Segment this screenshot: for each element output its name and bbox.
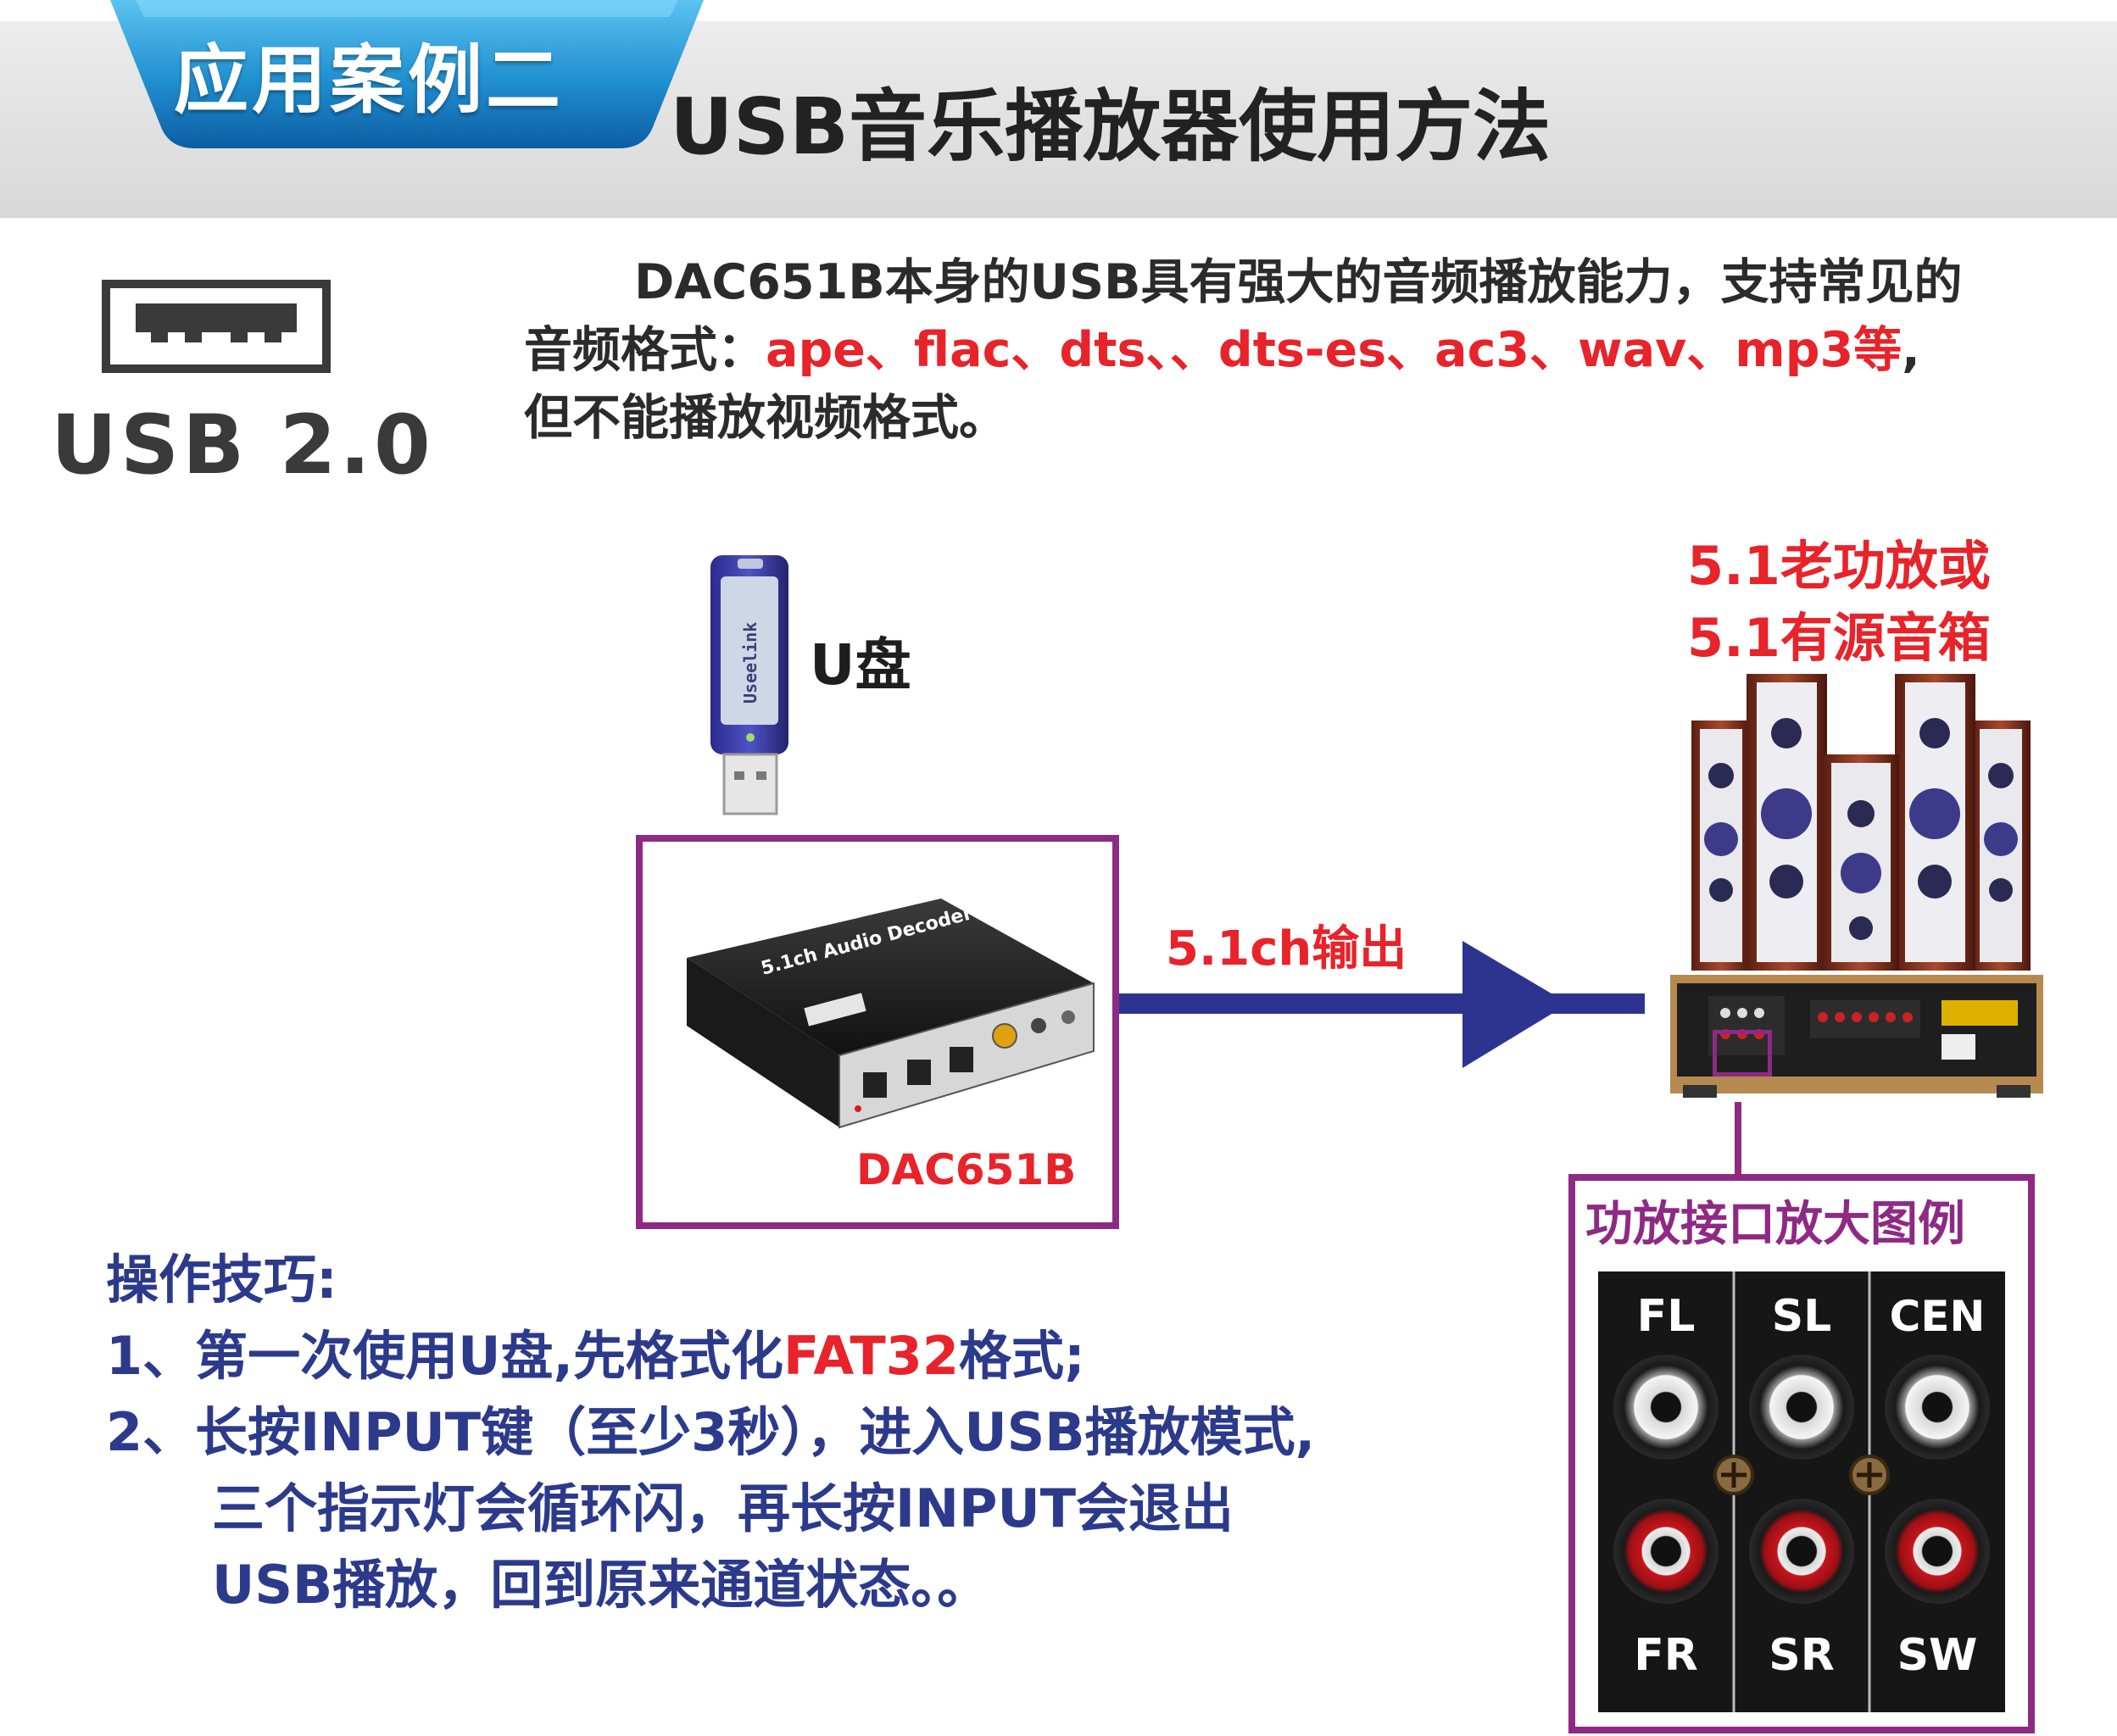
rca-jack-panel-illustration: FL SL CEN FR SR SW	[1598, 1271, 2005, 1712]
intro-formats-prefix: 音频格式：	[524, 322, 766, 378]
page-title: USB音乐播放器使用方法	[670, 81, 1552, 172]
decoder-device-illustration: 5.1ch Audio Decoder	[687, 899, 1095, 1129]
speaker-tower-illustration	[1691, 674, 2031, 971]
usb-version-label: USB 2.0	[51, 398, 434, 492]
intro-formats-list: ape、flac、dts、、dts-es、ac3、wav、mp3等	[766, 322, 1903, 378]
tips-step-1: 1、第一次使用U盘,先格式化FAT32格式;	[106, 1318, 1315, 1394]
jack-label-cen: CEN	[1890, 1292, 1986, 1341]
jack-label-sw: SW	[1897, 1630, 1978, 1681]
flash-drive-label: U盘	[810, 632, 911, 698]
amplifier-title: 5.1老功放或 5.1有源音箱	[1687, 530, 2009, 674]
amplifier-port-highlight	[1713, 1030, 1772, 1077]
amplifier-title-line-1: 5.1老功放或	[1687, 535, 1991, 597]
intro-line-1: DAC651B本身的USB具有强大的音频播放能力，支持常见的	[634, 254, 1963, 310]
jack-panel-title: 功放接口放大图例	[1585, 1197, 1965, 1252]
flash-drive-brand: Useelink	[740, 622, 760, 704]
output-arrow	[1119, 941, 1645, 1068]
output-label: 5.1ch输出	[1166, 921, 1407, 976]
tips-step-2-line-1: 2、长按INPUT键（至少3秒），进入USB播放模式,	[106, 1401, 1316, 1463]
tips-step-1-prefix: 1、第一次使用U盘,先格式化	[106, 1325, 784, 1387]
tips-step-1-suffix: 格式;	[959, 1325, 1085, 1387]
jack-label-sr: SR	[1769, 1630, 1835, 1681]
jack-label-fr: FR	[1634, 1630, 1698, 1681]
amplifier-rear-panel-illustration	[1670, 975, 2043, 1098]
operation-tips: 操作技巧: 1、第一次使用U盘,先格式化FAT32格式; 2、长按INPUT键（…	[106, 1242, 1315, 1623]
header-tab-shape	[110, 0, 704, 148]
intro-formats-suffix: ,	[1902, 322, 1920, 378]
header-tab-label: 应用案例二	[174, 36, 565, 124]
amplifier-title-line-2: 5.1有源音箱	[1687, 607, 1991, 669]
intro-paragraph: DAC651B本身的USB具有强大的音频播放能力，支持常见的 音频格式：ape、…	[524, 248, 2101, 452]
jack-label-sl: SL	[1772, 1291, 1832, 1342]
tips-step-2-line-2: 三个指示灯会循环闪，再长按INPUT会退出	[212, 1477, 1234, 1539]
usb-port-icon	[102, 280, 331, 373]
intro-line-3: 但不能播放视频格式。	[524, 390, 1007, 446]
intro-line-2: 音频格式：ape、flac、dts、、dts-es、ac3、wav、mp3等,	[524, 316, 2101, 384]
tips-step-2-line-3: USB播放，回到原来通道状态。。	[212, 1554, 990, 1616]
tips-heading: 操作技巧:	[106, 1249, 337, 1310]
jack-label-fl: FL	[1637, 1291, 1696, 1342]
decoder-model-label: DAC651B	[856, 1145, 1077, 1194]
usb-flash-drive-illustration: Useelink	[710, 555, 788, 815]
callout-connector-line	[1735, 1102, 1741, 1178]
tips-step-1-highlight: FAT32	[783, 1325, 960, 1387]
